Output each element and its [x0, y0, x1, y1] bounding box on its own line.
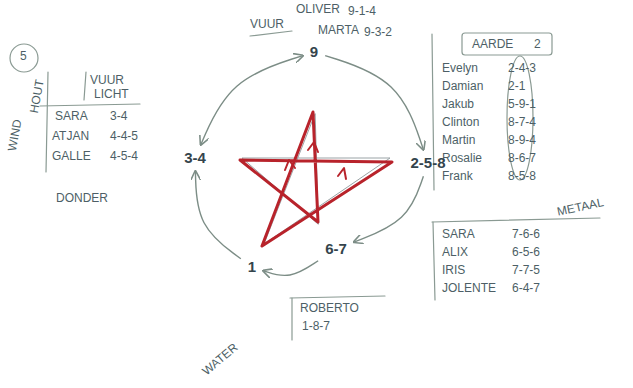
handwritten-label: 9-3-2	[364, 26, 392, 40]
handwritten-label: 8-7-4	[508, 116, 536, 130]
node-text: 9	[310, 44, 318, 61]
handwritten-label: GALLE	[52, 150, 91, 164]
handwritten-label: Clinton	[442, 116, 479, 130]
cycle-arrow	[354, 176, 424, 242]
handwritten-label: 5-9-1	[508, 98, 536, 112]
node-text: 1	[248, 259, 256, 276]
star-arrow	[285, 160, 295, 170]
cycle-arrow	[201, 56, 303, 145]
handwritten-label: SARA	[55, 110, 88, 124]
star-point-node: 3-4	[180, 148, 210, 169]
header-box	[462, 33, 552, 55]
node-text: 2-5-8	[410, 155, 445, 172]
handwritten-label: Damian	[442, 80, 483, 94]
handwritten-label: Rosalie	[442, 152, 482, 166]
handwritten-label: METAAL	[556, 196, 605, 219]
cycle-arrow	[325, 56, 423, 150]
handwritten-label: 2	[534, 38, 541, 52]
handwritten-label: VUUR	[90, 74, 124, 88]
node-text: 6-7	[325, 241, 347, 258]
handwritten-label: 2-1	[508, 80, 525, 94]
handwritten-label: JOLENTE	[442, 282, 496, 296]
handwritten-label: 9-1-4	[348, 5, 376, 19]
handwritten-label: AARDE	[472, 38, 513, 52]
handwritten-label: 4-4-5	[110, 130, 138, 144]
handwritten-label: 3-4	[110, 110, 127, 124]
handwritten-label: 6-5-6	[512, 246, 540, 260]
table-line	[291, 298, 292, 340]
table-line	[432, 218, 600, 222]
handwritten-label: 4-5-4	[110, 150, 138, 164]
node-text: 3-4	[184, 150, 206, 167]
handwritten-label: DONDER	[56, 192, 108, 206]
handwritten-label: VUUR	[250, 18, 284, 32]
handwritten-label: OLIVER	[296, 3, 340, 17]
handwritten-label: 6-4-7	[512, 282, 540, 296]
table-line	[40, 104, 140, 106]
table-line	[84, 72, 86, 100]
handwritten-label: 8-5-8	[508, 170, 536, 184]
red-star	[240, 112, 392, 246]
table-line	[290, 296, 385, 298]
handwritten-label: SARA	[442, 228, 475, 242]
star-point-node: 1	[244, 257, 260, 278]
handwritten-label: 1-8-7	[302, 320, 330, 334]
handwritten-label: ROBERTO	[300, 302, 359, 316]
underline	[250, 31, 292, 36]
star-point-node: 2-5-8	[406, 153, 449, 174]
handwritten-label: ALIX	[442, 246, 468, 260]
handwritten-label: 7-6-6	[512, 228, 540, 242]
handwritten-label: IRIS	[442, 264, 465, 278]
handwritten-label: HOUT	[28, 79, 47, 115]
star-point-node: 6-7	[321, 239, 351, 260]
handwritten-label: Jakub	[442, 98, 474, 112]
handwritten-label: ATJAN	[52, 130, 89, 144]
handwritten-label: 8-6-7	[508, 152, 536, 166]
handwritten-label: LICHT	[94, 88, 129, 102]
handwritten-label: Martin	[442, 134, 475, 148]
handwritten-label: 5	[20, 50, 27, 64]
star-point-node: 9	[306, 42, 322, 63]
circle-mark	[10, 44, 38, 72]
pentagram	[240, 112, 392, 246]
handwritten-label: 7-7-5	[512, 264, 540, 278]
handwritten-label: 8-9-4	[508, 134, 536, 148]
handwritten-label: Frank	[442, 170, 473, 184]
star-arrow	[338, 168, 346, 179]
cycle-arrow	[263, 261, 318, 276]
handwritten-label: 2-4-3	[508, 62, 536, 76]
cycle-arrow	[195, 171, 240, 259]
handwritten-label: Evelyn	[442, 62, 478, 76]
handwritten-label: WATER	[200, 341, 241, 379]
handwritten-label: MARTA	[318, 24, 359, 38]
star-arrow	[308, 142, 318, 152]
handwritten-label: WIND	[6, 118, 25, 152]
table-line	[433, 222, 435, 300]
